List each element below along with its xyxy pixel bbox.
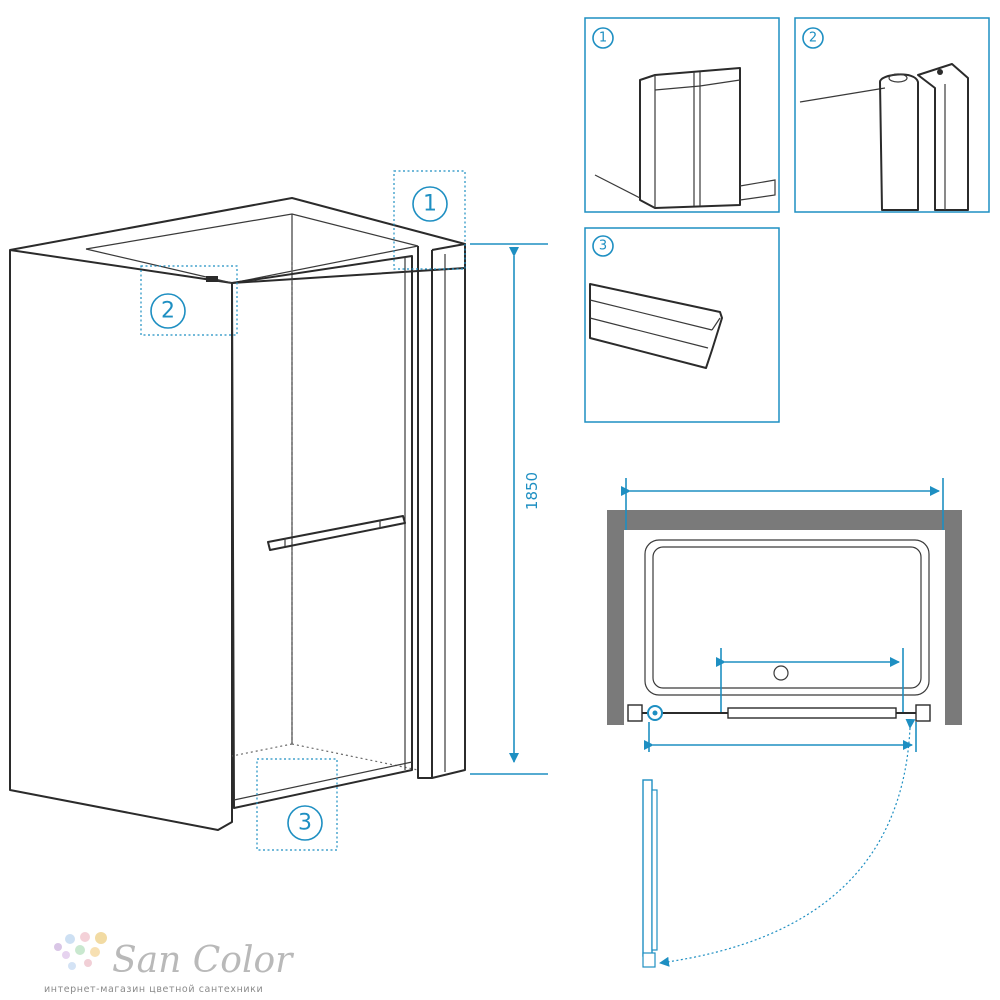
logo-name: San Color [112, 940, 294, 981]
door-handle [267, 515, 406, 551]
detail-3-panel: 3 [584, 227, 780, 423]
callout-3-number: 3 [298, 811, 312, 836]
door-glass [231, 255, 413, 809]
detail-1-number: 1 [599, 31, 607, 46]
detail-1-panel: 1 [584, 17, 780, 213]
right-wall-profile [417, 243, 466, 779]
height-dimension-label: 1850 [523, 472, 541, 510]
plan-handle [727, 707, 897, 719]
logo: San Color интернет-магазин цветной санте… [44, 932, 294, 995]
callout-1-number: 1 [423, 192, 437, 217]
callout-box-2 [140, 265, 238, 336]
main-3d-view: 1850 1 2 3 [9, 170, 548, 851]
plan-view [607, 478, 962, 968]
drain [773, 665, 789, 681]
open-door-panel [642, 779, 653, 957]
shower-tray [644, 539, 930, 696]
callout-2-number: 2 [161, 299, 175, 324]
detail-2-panel: 2 [794, 17, 990, 213]
logo-dots-icon [54, 932, 107, 970]
left-wall [9, 249, 233, 831]
detail-3-number: 3 [599, 239, 607, 254]
logo-tagline: интернет-магазин цветной сантехники [44, 984, 263, 995]
plan-walls [607, 510, 962, 725]
hinge-top [206, 276, 218, 282]
callout-box-1 [393, 170, 466, 270]
door-swing-arc [659, 718, 916, 967]
detail-2-number: 2 [809, 31, 817, 46]
